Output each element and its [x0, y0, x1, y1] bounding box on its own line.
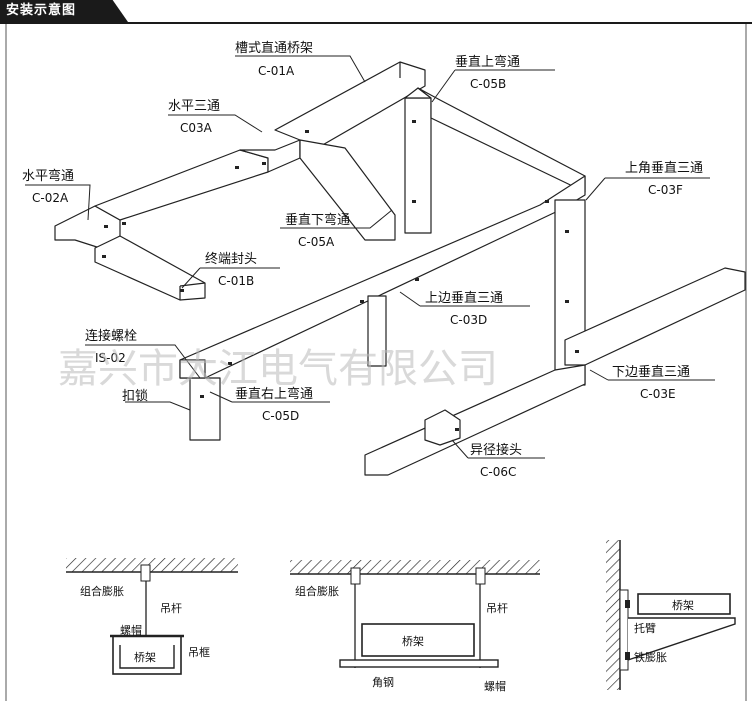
- d1-rod: 吊杆: [160, 601, 182, 615]
- d1-anchor: 组合膨胀: [80, 584, 124, 598]
- d3-anchor: 铁膨胀: [634, 650, 667, 664]
- d1-nut: 螺帽: [120, 624, 142, 637]
- tray-c03e-run: [564, 267, 746, 366]
- d1-frame: 吊框: [188, 646, 210, 659]
- tray-upper-run: [417, 87, 586, 193]
- d2-anchor: 组合膨胀: [295, 584, 339, 598]
- label-c03f-name: 上角垂直三通: [625, 161, 703, 176]
- label-lock-name: 扣锁: [122, 388, 148, 404]
- label-c05a-code: C-05A: [298, 235, 335, 249]
- label-c01b-code: C-01B: [218, 274, 254, 288]
- label-c05d-name: 垂直右上弯通: [235, 386, 313, 402]
- tray-riser: [404, 97, 432, 234]
- header-rule: [0, 22, 752, 24]
- label-c03d-code: C-03D: [450, 313, 487, 327]
- label-c05a-name: 垂直下弯通: [285, 212, 350, 228]
- d2-nut: 螺帽: [484, 680, 506, 693]
- label-c02a-code: C-02A: [32, 191, 69, 205]
- label-is02-code: IS-02: [95, 351, 126, 365]
- tray-left-run: [94, 149, 269, 221]
- label-c03e-name: 下边垂直三通: [612, 365, 690, 380]
- label-c05d-code: C-05D: [262, 409, 299, 423]
- d3-arm: 托臂: [634, 621, 656, 635]
- label-c03a-name: 水平三通: [168, 99, 220, 114]
- bolt-holes: [102, 120, 579, 431]
- watermark-text: 嘉兴市大江电气有限公司: [58, 346, 498, 392]
- label-c03a-code: C03A: [180, 121, 213, 135]
- label-c02a-name: 水平弯通: [22, 168, 74, 184]
- tray-c03d-drop: [367, 295, 387, 367]
- d3-tray: 桥架: [672, 599, 694, 612]
- label-is02-name: 连接螺栓: [85, 328, 137, 344]
- detail-3: 桥架 托臂 铁膨胀: [606, 540, 736, 690]
- tray-c01b-run: [94, 235, 206, 301]
- label-c03d-name: 上边垂直三通: [425, 291, 503, 306]
- tray-c06c-run: [364, 364, 586, 476]
- d2-bracket: 角钢: [372, 676, 394, 689]
- label-c06c-name: 异径接头: [470, 442, 522, 458]
- detail-1: 组合膨胀 吊杆 螺帽 桥架 吊框: [66, 558, 238, 675]
- tray-c06c: [424, 409, 461, 446]
- tray-c05a: [299, 139, 396, 241]
- label-c06c-code: C-06C: [480, 465, 516, 479]
- d2-rod: 吊杆: [486, 601, 508, 615]
- tray-c05d-drop: [189, 377, 221, 441]
- label-c03e-code: C-03E: [640, 387, 676, 401]
- label-c01a-code: C-01A: [258, 64, 295, 78]
- label-c03f-code: C-03F: [648, 183, 683, 197]
- d1-tray: 桥架: [134, 651, 156, 664]
- leader-lines: [25, 55, 715, 459]
- d2-tray: 桥架: [402, 635, 424, 648]
- label-c05b-code: C-05B: [470, 77, 506, 91]
- label-c01a-name: 槽式直通桥架: [235, 41, 313, 56]
- label-c01b-name: 终端封头: [205, 251, 257, 267]
- label-c05b-name: 垂直上弯通: [455, 54, 520, 70]
- header-title: 安装示意图: [0, 0, 128, 22]
- detail-2: 组合膨胀 吊杆 桥架 角钢 螺帽: [290, 560, 540, 693]
